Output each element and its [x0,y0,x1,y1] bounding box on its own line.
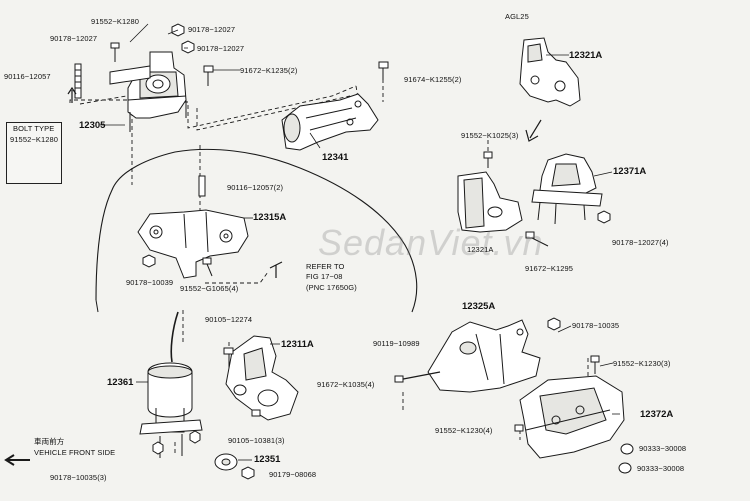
label-91552-k1280-top: 91552−K1280 [91,17,140,26]
nut-90179-08068 [241,466,255,480]
label-90116-12057: 90116−12057 [4,72,51,81]
label-bolt-type-part: 91552−K1280 [10,135,59,144]
nut-90178-12027-b [181,40,195,54]
label-12315a: 12315A [253,212,287,223]
bolt-90178-10039 [142,254,156,268]
bolt-91552-k1230-4 [514,424,524,432]
label-90179-08068: 90179−08068 [269,470,317,479]
label-90178-12027-4: 90178−12027(4) [612,238,669,247]
engine-outline [95,148,418,313]
label-12325a: 12325A [462,301,496,312]
label-90178-10039: 90178−10039 [126,278,174,287]
label-front-jp: 車両前方 [34,437,65,446]
label-12372a: 12372A [640,409,674,420]
label-12351: 12351 [254,454,281,465]
label-90105-12274: 90105−12274 [205,315,253,324]
part-12321a-agl25 [519,37,581,107]
ring-90333-30008 [618,443,634,474]
label-fig-17-08: FIG 17−08 [306,272,343,281]
bolt-90105-10381 [251,409,261,417]
label-front-en: VEHICLE FRONT SIDE [34,448,116,457]
label-leaders [100,23,620,461]
part-12341 [281,93,379,151]
label-bolt-type: BOLT TYPE [13,124,55,133]
part-12321a-lower [457,171,523,233]
bolt-91672-k1035 [394,375,404,383]
stud-90116-12057 [74,63,82,99]
label-91672-k1295: 91672−K1295 [525,264,574,273]
vehicle-front-arrow-icon [4,454,30,466]
bolt-91552-k1230-3 [590,355,600,374]
bolt-91552-g1065 [202,257,213,277]
label-90178-10035: 90178−10035 [572,321,620,330]
watermark: SedanViet.vn [318,222,544,263]
arrow-down-icon [525,119,542,142]
bolt-type-box [6,122,62,184]
label-12311a: 12311A [281,339,314,350]
label-12361: 12361 [107,377,134,388]
part-12351 [214,453,238,471]
bolt-91552-k1280-top [110,42,120,62]
part-12361 [139,311,203,458]
part-12372a [519,375,625,459]
bolt-91552-k1025 [483,151,493,168]
label-90178-12027-b: 90178−12027 [50,34,98,43]
label-91674-k1255: 91674−K1255(2) [404,75,462,84]
nut-90178-10035-3 [152,430,201,455]
label-90333-30008-b: 90333−30008 [637,464,685,473]
label-91552-k1025: 91552−K1025(3) [461,131,519,140]
label-91552-k1230-3: 91552−K1230(3) [613,359,671,368]
label-90178-10035-3: 90178−10035(3) [50,473,107,482]
label-90116-12057-2: 90116−12057(2) [227,183,284,192]
label-12341: 12341 [322,152,349,163]
label-refer-to: REFER TO [306,262,345,271]
arrow-up-icon [67,86,77,103]
nut-90178-12027-4 [597,210,611,224]
label-91552-g1065: 91552−G1065(4) [180,284,239,293]
label-12371a: 12371A [613,166,647,177]
label-91552-k1230-4: 91552−K1230(4) [435,426,493,435]
bolt-91672-k1295 [525,231,549,247]
bolt-91672-k1235 [203,65,214,86]
engine-outline-lower [95,299,99,313]
part-12325a [397,319,541,393]
part-12311a [225,335,299,421]
hose-connector [269,261,283,278]
label-12305: 12305 [79,120,106,131]
label-91672-k1235: 91672−K1235(2) [240,66,298,75]
label-agl25: AGL25 [505,12,529,21]
label-90333-30008-a: 90333−30008 [639,444,687,453]
label-90119-10989: 90119−10989 [373,339,420,348]
label-12321a-mid: 12321A [467,245,494,254]
label-90178-12027-a: 90178−12027 [188,25,236,34]
label-91672-k1035: 91672−K1035(4) [317,380,375,389]
label-pnc-17650g: (PNC 17650G) [306,283,357,292]
label-90178-12027-c: 90178−12027 [197,44,245,53]
bolt-91674-k1255 [378,61,389,80]
part-12371a [531,153,603,225]
part-12305 [109,51,187,132]
label-90105-10381: 90105−10381(3) [228,436,285,445]
part-12315a [137,175,249,279]
nut-90178-10035 [547,317,561,331]
bolt-90105-12274 [223,347,234,368]
label-12321a-top: 12321A [569,50,603,61]
